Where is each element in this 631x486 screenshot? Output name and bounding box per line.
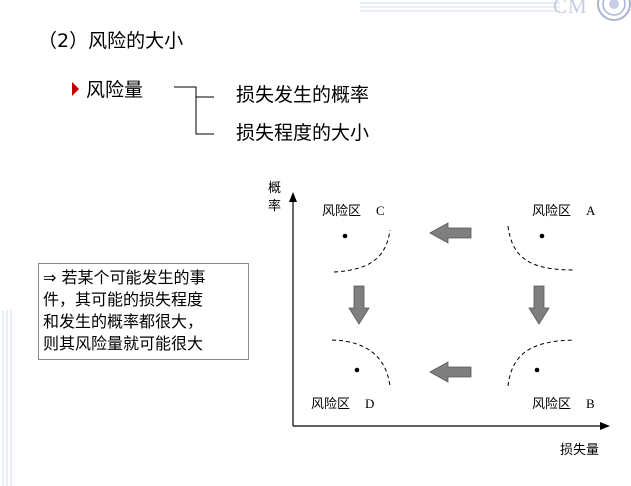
bullet-item: 风险量 bbox=[72, 75, 143, 102]
arrow-a-to-b-icon bbox=[528, 285, 550, 325]
bullet-triangle-icon bbox=[72, 81, 79, 96]
y-axis-label-bottom: 率 bbox=[268, 198, 281, 214]
section-heading: （2）风险的大小 bbox=[38, 30, 184, 52]
y-axis-arrow-icon bbox=[289, 192, 297, 202]
branch-bracket bbox=[174, 86, 214, 135]
zone-c-point bbox=[342, 233, 348, 239]
decorative-left-lines bbox=[2, 310, 12, 486]
zone-d-name: 风险区 bbox=[311, 397, 350, 412]
zone-d-point bbox=[354, 367, 360, 373]
zone-a-point bbox=[539, 233, 545, 239]
curve-a bbox=[507, 225, 575, 271]
university-seal-icon bbox=[597, 0, 631, 21]
zone-a-name: 风险区 bbox=[532, 204, 571, 219]
zone-a-letter: A bbox=[586, 203, 596, 218]
zone-b-point bbox=[534, 367, 540, 373]
arrow-c-to-d-icon bbox=[348, 285, 370, 325]
zone-c-letter: C bbox=[376, 203, 385, 218]
y-axis-label-top: 概 bbox=[268, 181, 281, 196]
note-line: 和发生的概率都很大， bbox=[43, 312, 204, 331]
curve-c bbox=[333, 229, 391, 273]
bullet-label: 风险量 bbox=[86, 79, 144, 101]
x-axis-label: 损失量 bbox=[560, 443, 599, 458]
branch-probability: 损失发生的概率 bbox=[236, 84, 370, 106]
note-box: ⇒ 若某个可能发生的事 件，其可能的损失程度 和发生的概率都很大， 则其风险量就… bbox=[38, 263, 249, 360]
logo-text: CM bbox=[553, 0, 588, 18]
zone-d-letter: D bbox=[365, 396, 374, 411]
branch-severity: 损失程度的大小 bbox=[236, 122, 370, 144]
note-line: 则其风险量就可能很大 bbox=[43, 334, 204, 353]
zone-c-name: 风险区 bbox=[322, 204, 361, 219]
curve-d bbox=[331, 339, 391, 387]
arrow-b-to-d-icon bbox=[429, 361, 472, 383]
x-axis-arrow-icon bbox=[600, 422, 610, 430]
zone-b-letter: B bbox=[586, 396, 595, 411]
risk-zone-diagram: 概 率 损失量 风险区 C 风险区 A 风险区 D 风险区 B bbox=[268, 181, 610, 458]
arrow-a-to-c-icon bbox=[429, 222, 472, 244]
curve-b bbox=[507, 339, 575, 387]
decorative-top-lines bbox=[360, 2, 560, 12]
zone-b-name: 风险区 bbox=[532, 397, 571, 412]
note-line: ⇒ 若某个可能发生的事 bbox=[43, 268, 206, 287]
note-line: 件，其可能的损失程度 bbox=[43, 290, 204, 309]
